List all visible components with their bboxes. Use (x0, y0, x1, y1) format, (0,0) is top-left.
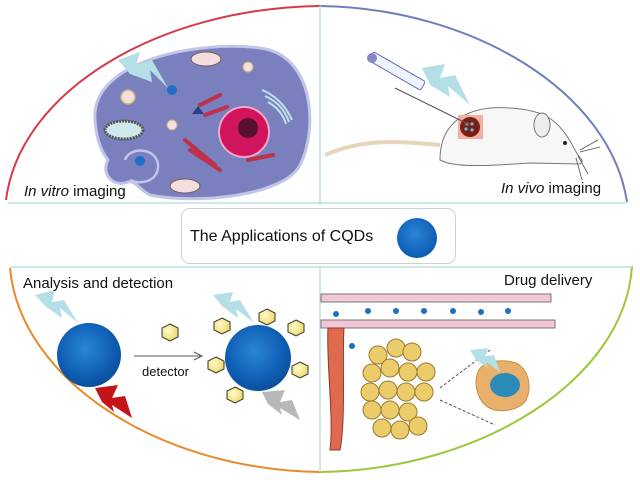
label-rest: imaging (544, 180, 602, 197)
tumor-cells (360, 338, 436, 440)
nucleus (490, 373, 520, 397)
arc-in-vitro (5, 5, 321, 201)
cqd-sphere-bound (225, 325, 291, 391)
light-bolt-icon (213, 292, 254, 323)
vessel-wall-bottom (320, 319, 556, 329)
blood-vessel (327, 327, 345, 451)
vessel-wall-top (320, 293, 552, 303)
light-bolt-icon (35, 290, 78, 323)
label-in-vitro: In vitro imaging (24, 183, 126, 200)
arc-drug (319, 265, 633, 473)
mouse-illustration (324, 107, 601, 181)
syringe-icon (367, 51, 471, 126)
red-bolt-icon (95, 385, 132, 418)
cqd-sphere (57, 323, 121, 387)
light-bolt-icon (470, 348, 500, 372)
label-analysis: Analysis and detection (23, 275, 174, 292)
page-title: The Applications of CQDs (190, 228, 374, 245)
arc-in-vivo (319, 5, 628, 203)
analyte-hexagon (161, 323, 179, 342)
drug-carriers (333, 308, 511, 349)
bound-hexagons (207, 308, 309, 404)
light-bolt-icon (422, 64, 470, 105)
zoom-line (439, 399, 496, 426)
light-bolt-icon (118, 52, 168, 88)
label-italic: In vitro (24, 183, 70, 200)
label-rest: imaging (69, 183, 126, 200)
arc-analysis (9, 267, 321, 473)
label-drug-delivery: Drug delivery (504, 272, 593, 289)
cqd-dot-icon (397, 218, 437, 258)
label-detector: detector (142, 364, 189, 379)
label-italic: In vivo (501, 180, 545, 197)
title-box: The Applications of CQDs (181, 208, 456, 264)
cell-illustration (93, 44, 312, 201)
gray-bolt-icon (262, 390, 300, 420)
arrow-head (193, 351, 204, 361)
label-in-vivo: In vivo imaging (501, 180, 601, 197)
